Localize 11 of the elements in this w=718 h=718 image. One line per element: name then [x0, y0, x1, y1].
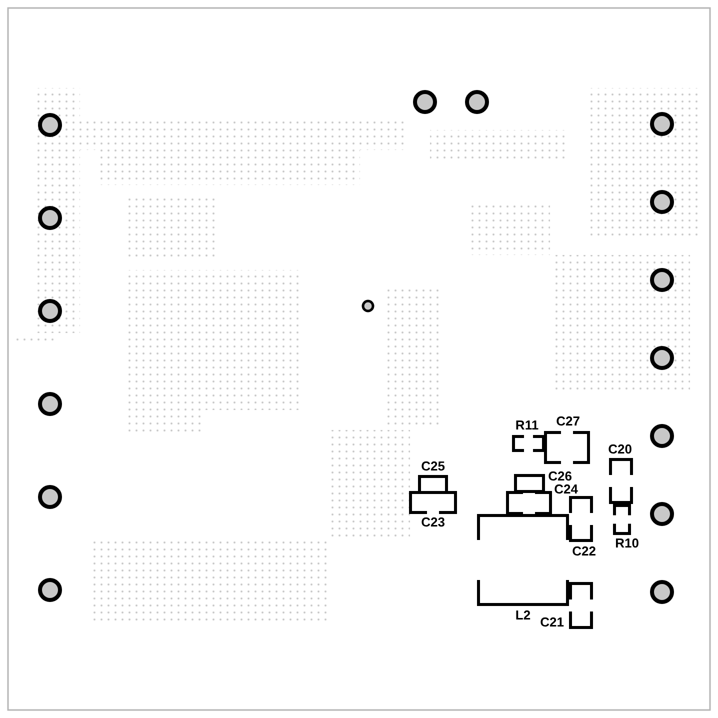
reference-designator: C25 [421, 460, 445, 472]
reference-designator: C26 [548, 470, 572, 482]
reference-designator: R10 [615, 536, 639, 550]
reference-designator: C20 [608, 442, 632, 456]
reference-designator: C21 [540, 616, 564, 628]
reference-designator: L2 [515, 608, 531, 622]
reference-designator: C27 [556, 414, 580, 428]
reference-designator: C24 [554, 482, 578, 496]
reference-designator: C22 [572, 544, 596, 558]
reference-designator: C23 [421, 516, 445, 528]
reference-designator: R11 [515, 418, 539, 432]
